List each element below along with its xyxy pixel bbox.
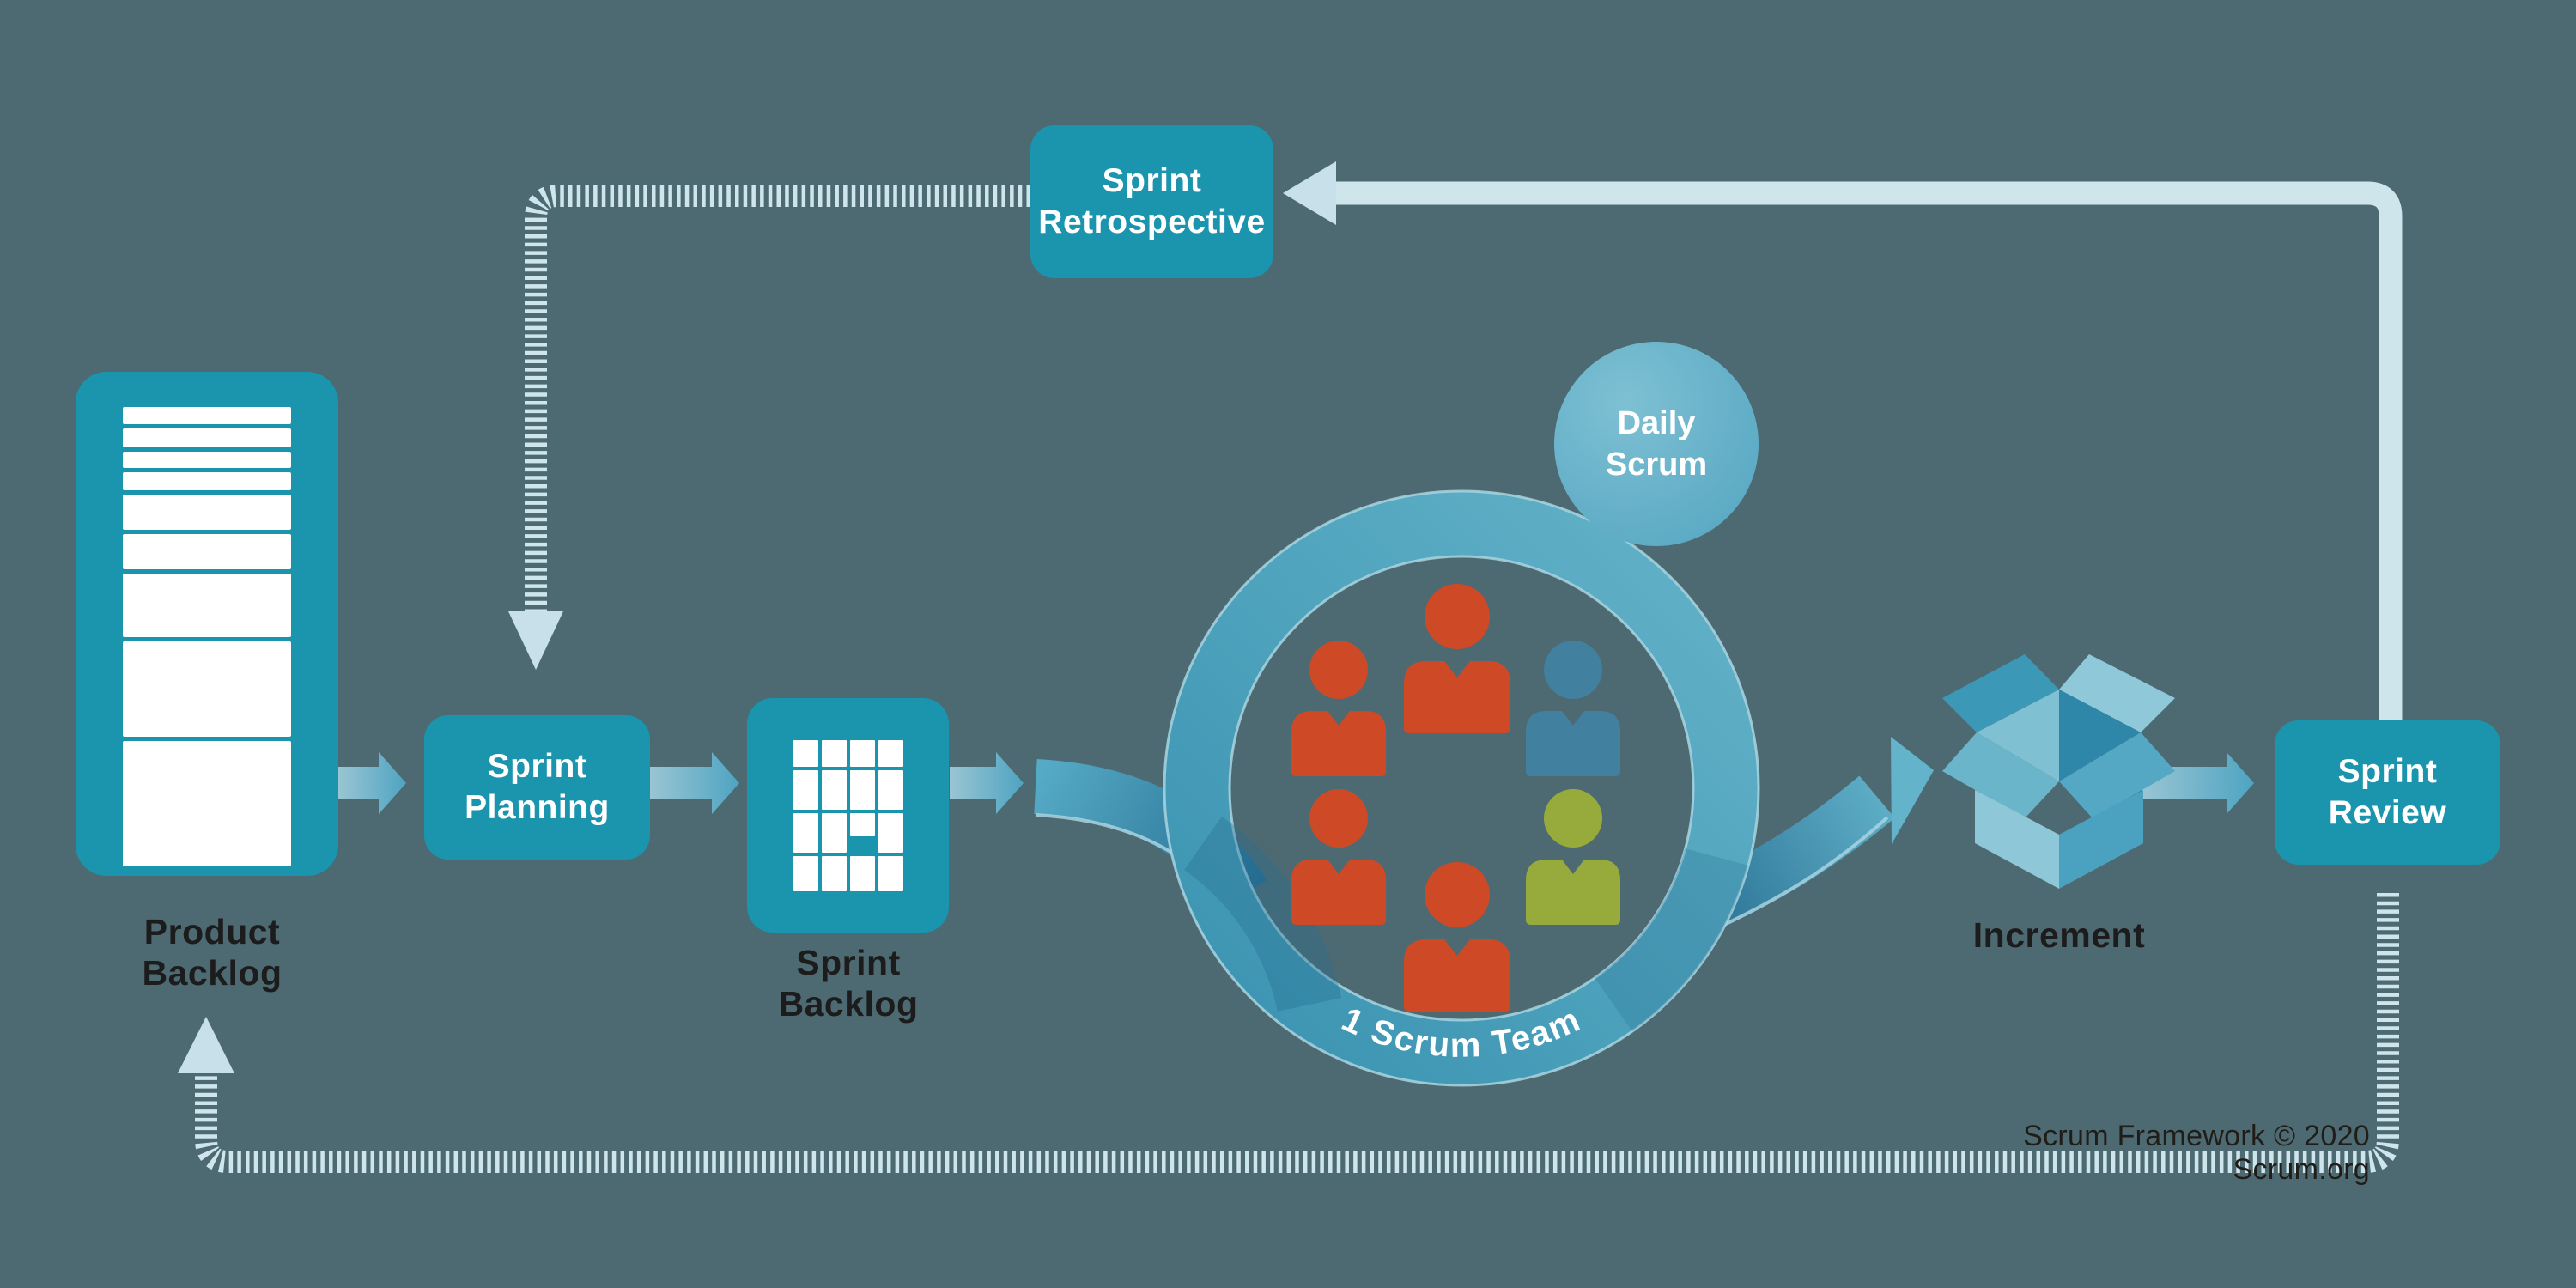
product-backlog-label-line1: Product	[143, 912, 281, 951]
sprint-review-label-line1: Sprint	[2337, 753, 2438, 791]
sprint-retrospective-label-line2: Retrospective	[1038, 204, 1266, 240]
backlog-item-bar	[123, 428, 291, 447]
sprint-planning-node[interactable]: Sprint Planning	[424, 715, 650, 860]
left-arrowhead-icon	[1283, 161, 1336, 225]
sprint-retrospective-node[interactable]: Sprint Retrospective	[1030, 125, 1273, 278]
backlog-item-bar	[123, 452, 291, 468]
ribbon-arrowhead-icon	[1891, 737, 1934, 844]
person-icon	[1404, 862, 1510, 1012]
sprint-backlog-label-line2: Backlog	[778, 983, 919, 1024]
person-icon	[1404, 584, 1510, 733]
arrow-product-backlog-to-planning	[338, 752, 406, 814]
sprint-retrospective-label-line1: Sprint	[1102, 162, 1202, 200]
scrum-team-ring	[1163, 489, 1760, 1087]
person-icon	[1291, 789, 1386, 925]
daily-scrum-label-line1: Daily	[1618, 405, 1696, 441]
daily-scrum-label-line2: Scrum	[1606, 447, 1707, 483]
up-arrowhead-icon	[178, 1017, 234, 1073]
sprint-backlog-label: Sprint Backlog	[720, 943, 977, 1025]
arrow-sprint-backlog-to-team	[950, 752, 1024, 814]
daily-scrum-node[interactable]: Daily Scrum	[1554, 342, 1759, 546]
retrospective-to-planning-striped-line	[508, 185, 1030, 670]
review-to-product-backlog-striped-line	[178, 893, 2399, 1173]
task-grid-icon	[793, 739, 903, 891]
backlog-item-bar	[123, 574, 291, 637]
scrum-team-members	[1291, 584, 1620, 1012]
backlog-item-bar	[123, 495, 291, 530]
person-icon	[1526, 789, 1620, 925]
backlog-item-bar	[123, 641, 291, 737]
person-icon	[1526, 641, 1620, 776]
review-to-retrospective-loop-line	[1283, 161, 2403, 726]
sprint-backlog-node[interactable]	[747, 698, 949, 933]
person-icon	[1291, 641, 1386, 776]
sprint-backlog-label-line1: Sprint	[796, 943, 901, 982]
backlog-item-bar	[123, 472, 291, 490]
sprint-planning-label-line2: Planning	[465, 789, 610, 826]
copyright-credit: Scrum Framework © 2020 Scrum.org	[2023, 1120, 2370, 1186]
product-backlog-node[interactable]	[76, 372, 338, 876]
product-backlog-label: Product Backlog	[83, 912, 341, 994]
increment-label: Increment	[1972, 915, 2146, 955]
backlog-item-bar	[123, 534, 291, 569]
arrow-planning-to-sprint-backlog	[650, 752, 739, 814]
product-backlog-label-line2: Backlog	[142, 952, 283, 993]
sprint-review-node[interactable]: Sprint Review	[2275, 720, 2500, 865]
backlog-item-bar	[123, 407, 291, 424]
sprint-review-label-line2: Review	[2328, 794, 2447, 831]
increment-box-icon	[1942, 654, 2175, 889]
backlog-item-bar	[123, 741, 291, 866]
sprint-planning-label-line1: Sprint	[487, 748, 587, 786]
down-arrowhead-icon	[508, 611, 563, 670]
